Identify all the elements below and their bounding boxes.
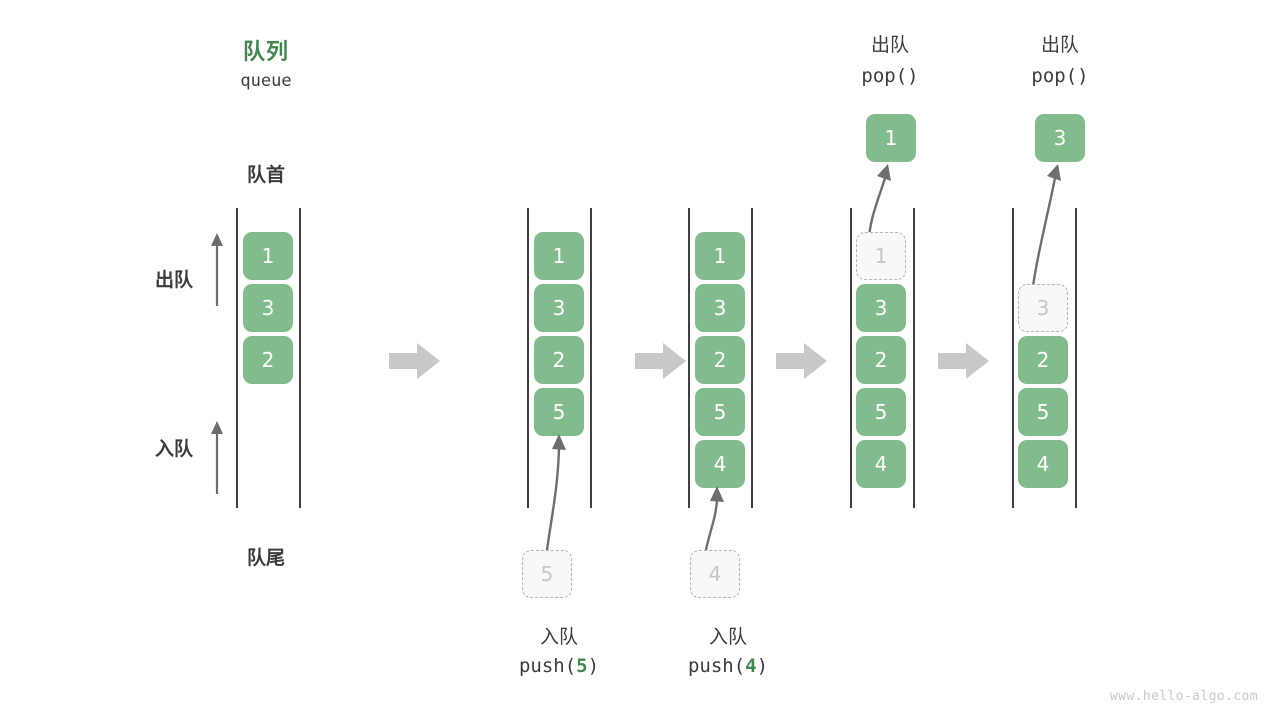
queue-rail-left-4 [1012, 208, 1014, 508]
dequeue-label-0: 出队 [154, 269, 193, 291]
queue-cell: 3 [243, 284, 293, 332]
diagram-title-cn: 队列 [242, 40, 289, 65]
push-label-code-2: push(4) [658, 655, 798, 677]
queue-cell: 2 [243, 336, 293, 384]
queue-rail-right-0 [299, 208, 301, 508]
push-label-code-1: push(5) [489, 655, 629, 677]
queue-rail-left-1 [527, 208, 529, 508]
queue-cell: 4 [695, 440, 745, 488]
queue-rail-right-3 [913, 208, 915, 508]
push-label-cn-2: 入队 [708, 626, 747, 648]
enqueue-direction-arrow [211, 421, 223, 494]
pop-label-code-4: pop() [1031, 65, 1089, 87]
queue-cell: 2 [1018, 336, 1068, 384]
queue-cell: 2 [534, 336, 584, 384]
queue-cell-ghost: 3 [1018, 284, 1068, 332]
watermark: www.hello-algo.com [1109, 689, 1258, 704]
queue-cell: 2 [856, 336, 906, 384]
queue-cell: 1 [243, 232, 293, 280]
queue-cell: 1 [534, 232, 584, 280]
queue-cell: 4 [856, 440, 906, 488]
stage-connector-arrow [776, 343, 827, 379]
queue-cell: 3 [534, 284, 584, 332]
incoming-ghost-cell: 4 [690, 550, 740, 598]
queue-rail-right-4 [1075, 208, 1077, 508]
pop-label-cn-3: 出队 [870, 34, 909, 56]
queue-cell: 4 [1018, 440, 1068, 488]
stage-connector-arrow [389, 343, 440, 379]
dequeue-direction-arrow [211, 233, 223, 306]
pop-label-code-3: pop() [861, 65, 919, 87]
queue-cell: 3 [856, 284, 906, 332]
queue-rail-right-2 [751, 208, 753, 508]
push-code-num-1: 5 [576, 655, 588, 677]
push-code-prefix-1: push( [518, 655, 577, 677]
push-code-suffix-2: ) [756, 655, 769, 677]
queue-cell: 2 [695, 336, 745, 384]
push-code-prefix-2: push( [687, 655, 746, 677]
queue-rail-right-1 [590, 208, 592, 508]
popped-cell: 1 [866, 114, 916, 162]
incoming-ghost-cell: 5 [522, 550, 572, 598]
queue-cell: 5 [1018, 388, 1068, 436]
queue-cell: 5 [534, 388, 584, 436]
queue-cell-ghost: 1 [856, 232, 906, 280]
push-label-cn-1: 入队 [539, 626, 578, 648]
queue-cell: 5 [695, 388, 745, 436]
stage-connector-arrow [635, 343, 686, 379]
diagram-title-code: queue [240, 71, 292, 91]
push-motion-arrow [545, 434, 566, 551]
push-motion-arrow [704, 486, 724, 551]
pop-motion-arrow [1030, 164, 1061, 295]
push-code-num-2: 4 [745, 655, 757, 677]
queue-head-label: 队首 [246, 164, 285, 186]
stage-connector-arrow [938, 343, 989, 379]
push-code-suffix-1: ) [587, 655, 600, 677]
popped-cell: 3 [1035, 114, 1085, 162]
queue-rail-left-0 [236, 208, 238, 508]
pop-label-cn-4: 出队 [1040, 34, 1079, 56]
queue-cell: 1 [695, 232, 745, 280]
queue-tail-label: 队尾 [246, 547, 285, 569]
enqueue-label-0: 入队 [154, 438, 193, 460]
queue-rail-left-3 [850, 208, 852, 508]
queue-cell: 5 [856, 388, 906, 436]
queue-rail-left-2 [688, 208, 690, 508]
queue-cell: 3 [695, 284, 745, 332]
